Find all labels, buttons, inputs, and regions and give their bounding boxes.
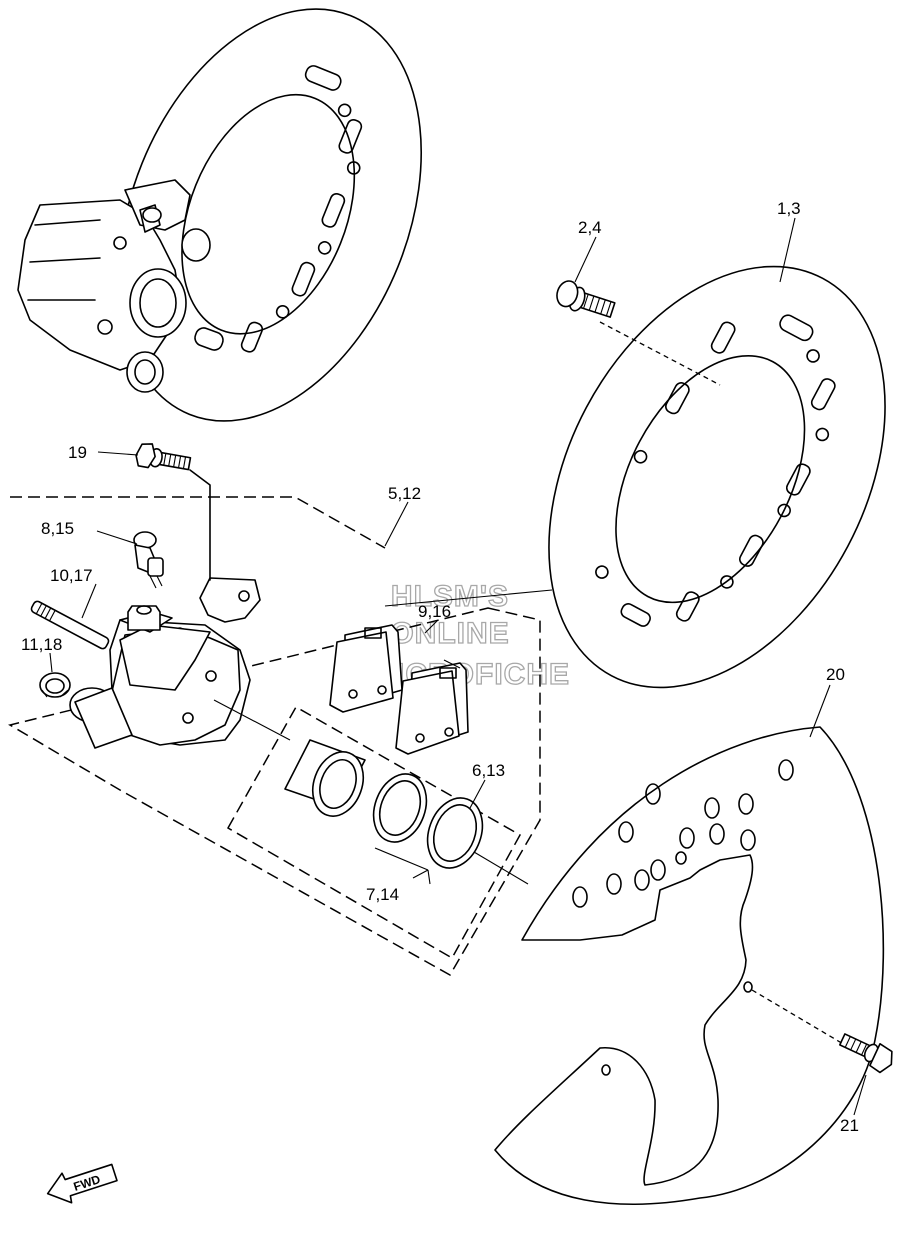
- bleed-screw-seat: [127, 605, 161, 631]
- callout-1-3: 1,3: [777, 199, 801, 218]
- assembled-caliper: [17, 179, 224, 393]
- callout-21: 21: [840, 1116, 859, 1135]
- boot-part: [39, 672, 71, 698]
- leader-lines: [49, 217, 867, 1116]
- piston-part: [284, 739, 366, 817]
- bleed-screw-part: [133, 531, 164, 589]
- callout-19: 19: [68, 443, 87, 462]
- caliper-assembly-kit: [8, 496, 541, 977]
- caliper-body: [69, 611, 241, 749]
- forward-arrow: FWD: [46, 1163, 118, 1204]
- arrow-left-icon: [46, 1163, 118, 1204]
- brake-disc-part: [548, 265, 886, 689]
- disc-bolt-part: [556, 280, 616, 318]
- assembly-lines: [213, 321, 846, 1046]
- caliper-pin-part: [30, 600, 110, 650]
- assembled-rotor-caliper: [17, 8, 422, 422]
- callout-20: 20: [826, 665, 845, 684]
- disc-guard-part: [494, 726, 885, 1205]
- callout-11-18: 11,18: [21, 635, 62, 654]
- piston-seal-part: [372, 773, 428, 843]
- dust-seal-part: [426, 797, 484, 869]
- callout-6-13: 6,13: [472, 761, 505, 780]
- watermark-line-2: ONLINE: [390, 617, 509, 650]
- callout-8-15: 8,15: [41, 519, 74, 538]
- callout-labels: 1,3 2,4 5,12 6,13 7,14 8,15 9,16 10,17 1…: [21, 199, 859, 1135]
- brake-pads-part: [329, 624, 469, 755]
- callout-10-17: 10,17: [50, 566, 93, 585]
- callout-9-16: 9,16: [418, 602, 451, 621]
- callout-7-14: 7,14: [366, 885, 399, 904]
- guard-bolt-part: [839, 1033, 893, 1074]
- callout-5-12: 5,12: [388, 484, 421, 503]
- callout-2-4: 2,4: [578, 218, 602, 237]
